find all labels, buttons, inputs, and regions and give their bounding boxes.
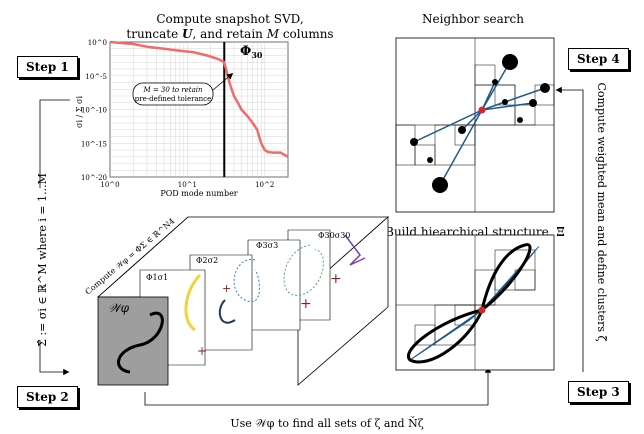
annotation-box	[132, 82, 214, 106]
step1-to-step2-arrow	[39, 340, 70, 376]
x-tick-label: 10^0	[100, 181, 119, 189]
singular-value-curve	[109, 40, 289, 158]
annotation-line2: pre-defined tolerance	[135, 95, 211, 103]
svg-text:+: +	[197, 344, 207, 358]
svd-title-line2: truncate U, and retain M columns	[126, 27, 334, 41]
sigma-hat-definition: Σ̂ := σi ∈ ℝ^M where i = 1...M	[36, 173, 49, 347]
step4-label: Step 4	[568, 48, 629, 70]
use-wphi-text: Use 𝒲φ to find all sets of ζ and Ňζ	[230, 416, 423, 430]
svg-text:+: +	[222, 282, 231, 295]
y-tick-label: 10^-15	[81, 140, 107, 148]
query-node	[478, 106, 486, 114]
x-tick-label: 10^1	[178, 181, 197, 189]
step3-to-step4-arrow	[555, 86, 584, 372]
neighbor-search-title: Neighbor search	[422, 12, 524, 26]
step3-label: Step 3	[568, 381, 629, 403]
x-axis-label: POD mode number	[160, 189, 237, 198]
wphi-slices: 𝒲φ + + + + Φ1σ1 Φ2σ2 Φ3σ3 Φ30σ30 Compute…	[84, 216, 390, 386]
hierarchy-panel	[395, 234, 555, 371]
y-axis-label: σi / Σ σi	[75, 96, 84, 128]
step1-connector	[39, 99, 70, 188]
x-tick-label: 10^2	[255, 181, 274, 189]
svg-text:+: +	[300, 296, 312, 312]
w-phi-label: 𝒲φ	[108, 301, 130, 315]
slice-label-1: Φ1σ1	[146, 273, 168, 282]
svg-text:+: +	[330, 271, 342, 287]
chart-ticks: 10^0 10^1 10^2 10^0 10^-5 10^-10 10^-15 10^-20	[81, 39, 274, 189]
slice-label-2: Φ2σ2	[196, 256, 218, 265]
y-tick-label: 10^0	[88, 39, 107, 47]
chart-grid	[109, 41, 289, 178]
cluster-center-node	[478, 306, 486, 314]
y-tick-label: 10^-10	[81, 107, 107, 115]
step1-label: Step 1	[17, 56, 78, 78]
step2-to-step3-arrow	[144, 366, 492, 406]
slice-label-30: Φ30σ30	[318, 231, 350, 240]
annotation-line1: M = 30 to retain	[142, 86, 203, 94]
cluster-link	[409, 309, 483, 361]
svd-title-line1: Compute snapshot SVD,	[156, 12, 304, 26]
slice-label-3: Φ3σ3	[256, 241, 278, 250]
y-tick-label: 10^-20	[81, 174, 107, 182]
weighted-mean-text: Compute weighted mean and define cluster…	[595, 83, 608, 342]
annotation-arrow	[212, 72, 234, 91]
y-tick-label: 10^-5	[85, 73, 107, 81]
phi30-label: Φ30	[240, 44, 263, 60]
step2-label: Step 2	[17, 386, 78, 408]
cluster-link	[481, 246, 540, 311]
neighbor-search-panel	[395, 37, 555, 213]
